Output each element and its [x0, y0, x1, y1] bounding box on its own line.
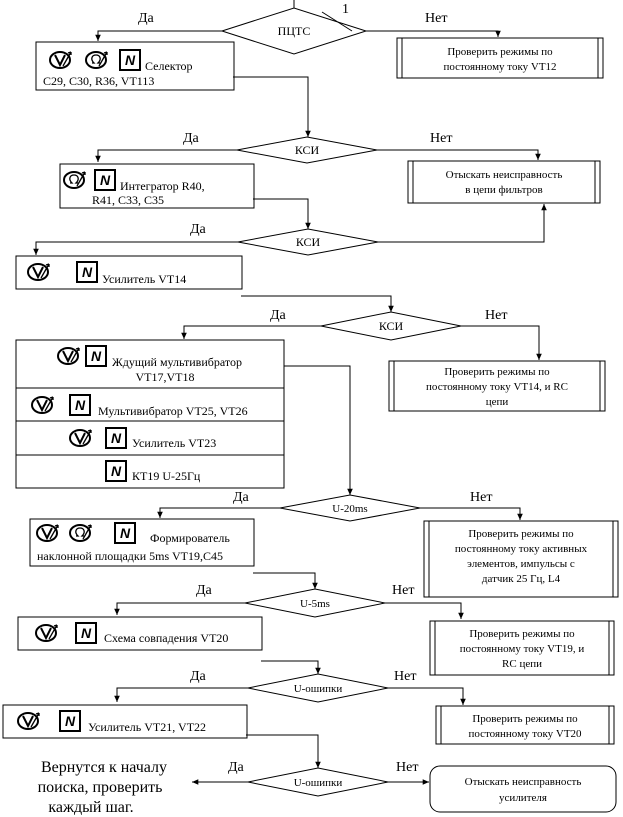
step-amplifier-vt14-label: Усилитель VT14 [102, 272, 186, 286]
decision-u-errors-2-label: U-ошипки [294, 777, 343, 789]
no-label-d2: Нет [430, 131, 452, 146]
no-label-d7: Нет [394, 669, 416, 684]
action-amplifier-fault [429, 765, 617, 813]
meter-n-letter: N [125, 52, 136, 68]
yes-label-d4: Да [270, 308, 287, 323]
step-ramp-former-line2: наклонной площадки 5ms VT19,C45 [37, 549, 223, 563]
action-filter-fault-line2: в цепи фильтров [465, 184, 542, 196]
action-check-active [423, 520, 619, 598]
restart-line2: поиска, проверить [38, 779, 163, 796]
action-check-active-line3: элементов, импульсы с [467, 558, 575, 570]
meter-n-letter: N [81, 625, 92, 641]
action-check-vt14-line3: цепи [486, 396, 509, 408]
yes-label-d2: Да [183, 131, 200, 146]
yes-label-d3: Да [190, 222, 207, 237]
restart-line3: каждый шаг. [48, 799, 133, 816]
action-filter-fault-line1: Отыскать неисправность [446, 169, 563, 181]
step-selector-line2: C29, C30, R36, VT113 [43, 74, 154, 88]
action-check-vt14 [388, 360, 606, 412]
step-amplifier-vt14 [15, 255, 243, 290]
no-label-d1: Нет [425, 11, 447, 26]
no-label-d8: Нет [396, 760, 418, 775]
no-label-d4: Нет [485, 308, 507, 323]
action-check-vt14-line2: постоянному току VT14, и RC [426, 381, 568, 393]
no-label-d6: Нет [392, 583, 414, 598]
step-amplifier-vt21-label: Усилитель VT21, VT22 [88, 720, 206, 734]
action-check-vt20-line1: Проверить режимы по [472, 713, 578, 725]
step-ramp-former-line1: Формирователь [150, 531, 230, 545]
action-check-active-line2: постоянному току активных [455, 543, 588, 555]
action-check-vt19-line3: RC цепи [502, 658, 542, 670]
action-check-vt19-line2: постоянному току VT19, и [460, 643, 585, 655]
action-check-active-line4: датчик 25 Гц, L4 [482, 573, 561, 585]
decision-u-errors-1-label: U-ошипки [294, 683, 343, 695]
decision-ksi-2-label: КСИ [296, 235, 321, 249]
action-check-vt12-line2: постоянному току VT12 [443, 61, 556, 73]
entry-marker: 1 [342, 2, 349, 17]
restart-line1: Вернутся к началу [41, 759, 167, 776]
action-amplifier-fault-line1: Отыскать неисправность [465, 776, 582, 788]
action-check-vt12-line1: Проверить режимы по [447, 46, 553, 58]
meter-n-letter: N [120, 525, 131, 541]
step-multivibrator-label: Мультивибратор VT25, VT26 [98, 404, 248, 418]
meter-n-letter: N [75, 397, 86, 413]
step-integrator-line2: R41, C33, C35 [92, 193, 164, 207]
meter-n-letter: N [91, 348, 102, 364]
step-coincidence-label: Схема совпадения VT20 [104, 631, 228, 645]
yes-label-d5: Да [233, 490, 250, 505]
step-integrator-line1: Интегратор R40, [120, 179, 205, 193]
meter-n-letter: N [111, 463, 122, 479]
action-check-vt20 [435, 705, 615, 745]
action-check-vt14-line1: Проверить режимы по [444, 366, 550, 378]
yes-label-d6: Да [196, 583, 213, 598]
yes-label-d8: Да [228, 760, 245, 775]
action-amplifier-fault-line2: усилителя [499, 792, 547, 804]
step-waiting-mv-line2: VT17,VT18 [136, 370, 195, 384]
action-check-vt20-line2: постоянному току VT20 [468, 728, 582, 740]
decision-pcts-label: ПЦТС [278, 24, 311, 38]
meter-n-letter: N [82, 264, 93, 280]
meter-n-letter: N [100, 172, 111, 188]
no-edge-d1 [366, 30, 501, 37]
no-label-d5: Нет [470, 490, 492, 505]
decision-u5ms-label: U-5ms [300, 598, 330, 610]
step-amplifier-vt23-label: Усилитель VT23 [132, 436, 216, 450]
yes-label-d1: Да [138, 11, 155, 26]
decision-ksi-1-label: КСИ [295, 143, 320, 157]
step-waiting-mv-line1: Ждущий мультивибратор [112, 355, 242, 369]
step-kt19-label: КТ19 U-25Гц [132, 469, 201, 483]
step-amplifier-vt21 [2, 704, 248, 739]
action-check-vt19-line1: Проверить режимы по [469, 628, 575, 640]
meter-n-letter: N [111, 430, 122, 446]
yes-label-d7: Да [190, 669, 207, 684]
action-check-active-line1: Проверить режимы по [468, 528, 574, 540]
action-filter-fault [407, 160, 601, 204]
decision-u20ms-label: U-20ms [332, 503, 367, 515]
step-integrator [59, 163, 255, 209]
action-check-vt19 [429, 620, 615, 676]
step-selector-line1: Селектор [145, 59, 193, 73]
decision-ksi-3-label: КСИ [379, 319, 404, 333]
step-ramp-former [29, 518, 255, 567]
step-group-multivibrators [15, 339, 285, 489]
yes-edge-d1 [95, 30, 222, 41]
action-check-vt12 [396, 37, 604, 79]
step-coincidence [17, 616, 263, 651]
meter-n-letter: N [65, 713, 76, 729]
